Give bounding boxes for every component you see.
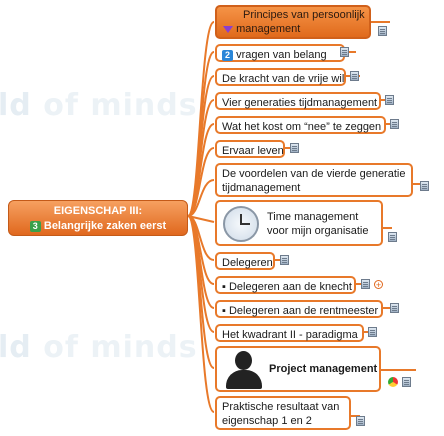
topic-vragen[interactable]: 2 vragen van belang [215, 44, 345, 62]
watermark-top: ld of minds [0, 88, 198, 123]
topic-rentmeester-label: ▪ Delegeren aan de rentmeester [222, 305, 379, 317]
topic-kwadrant-label: Het kwadrant II - paradigma [222, 329, 358, 341]
topic-resultaat-line2: eigenschap 1 en 2 [222, 415, 312, 427]
note-icon[interactable] [340, 47, 349, 57]
note-icon[interactable] [361, 279, 370, 289]
number-3-icon: 3 [29, 220, 41, 232]
watermark-bottom: ld of minds [0, 330, 198, 365]
topic-principes-line2: management [223, 22, 363, 36]
number-2-icon: 2 [222, 49, 233, 61]
topic-delegeren[interactable]: Delegeren [215, 252, 275, 270]
note-icon[interactable] [388, 232, 397, 242]
topic-principes[interactable]: Principes van persoonlijk management [215, 5, 371, 39]
topic-principes-line1: Principes van persoonlijk [243, 9, 365, 21]
topic-kracht-label: De kracht van de vrije wil [222, 73, 345, 85]
note-icon[interactable] [385, 95, 394, 105]
note-icon[interactable] [402, 377, 411, 387]
topic-voordelen-line1: De voordelen van de vierde generatie [222, 168, 406, 180]
central-title: EIGENSCHAP III: [53, 205, 143, 217]
clock-icon [223, 206, 259, 242]
note-icon[interactable] [350, 71, 359, 81]
note-icon[interactable] [390, 119, 399, 129]
note-icon[interactable] [368, 327, 377, 337]
note-icon[interactable] [290, 143, 299, 153]
topic-kracht[interactable]: De kracht van de vrije wil [215, 68, 346, 86]
topic-voordelen[interactable]: De voordelen van de vierde generatie tij… [215, 163, 413, 197]
topic-time-line2: voor mijn organisatie [267, 225, 369, 237]
note-icon[interactable] [280, 255, 289, 265]
topic-rentmeester[interactable]: ▪ Delegeren aan de rentmeester [215, 300, 383, 318]
topic-voordelen-line2: tijdmanagement [222, 182, 301, 194]
topic-resultaat-line1: Praktische resultaat van [222, 401, 340, 413]
person-icon [225, 351, 263, 389]
topic-resultaat[interactable]: Praktische resultaat van eigenschap 1 en… [215, 396, 351, 430]
topic-knecht-label: ▪ Delegeren aan de knecht [222, 281, 352, 293]
central-topic[interactable]: EIGENSCHAP III: 3 Belangrijke zaken eers… [8, 200, 188, 236]
topic-vragen-label: vragen van belang [236, 49, 327, 61]
topic-ervaar-label: Ervaar leven [222, 145, 284, 157]
central-subtitle: 3 Belangrijke zaken eerst [9, 219, 187, 234]
topic-nee-label: Wat het kost om “nee” te zeggen [222, 121, 382, 133]
topic-ervaar[interactable]: Ervaar leven [215, 140, 285, 158]
note-icon[interactable] [390, 303, 399, 313]
topic-project-label: Project management [269, 363, 378, 375]
topic-time-management[interactable]: Time management voor mijn organisatie [215, 200, 383, 246]
plus-icon[interactable]: + [374, 280, 383, 290]
topic-time-line1: Time management [267, 211, 359, 223]
chrome-icon[interactable] [388, 377, 398, 387]
topic-kwadrant[interactable]: Het kwadrant II - paradigma [215, 324, 364, 342]
note-icon[interactable] [356, 416, 365, 426]
topic-knecht[interactable]: ▪ Delegeren aan de knecht [215, 276, 356, 294]
topic-generaties-label: Vier generaties tijdmanagement [222, 97, 378, 109]
note-icon[interactable] [378, 26, 387, 36]
note-icon[interactable] [420, 181, 429, 191]
topic-project-management[interactable]: Project management [215, 346, 381, 392]
arrow-down-icon [223, 25, 233, 33]
topic-nee[interactable]: Wat het kost om “nee” te zeggen [215, 116, 386, 134]
topic-delegeren-label: Delegeren [222, 257, 273, 269]
topic-generaties[interactable]: Vier generaties tijdmanagement [215, 92, 381, 110]
